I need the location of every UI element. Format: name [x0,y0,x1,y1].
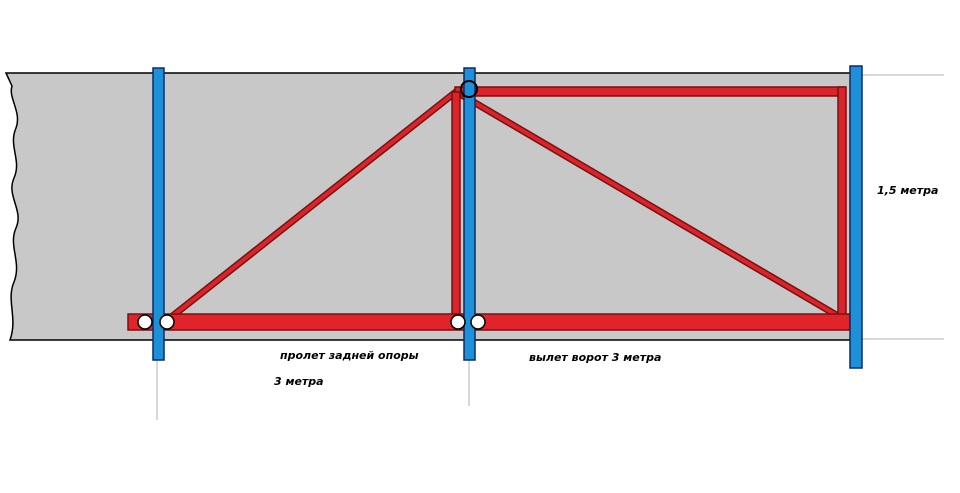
right-vertical [837,86,847,318]
back-span-label-line1: пролет задней опоры [280,349,419,362]
top-rail [454,86,846,97]
roller-middle-1 [450,314,466,330]
bottom-beam [127,313,851,331]
right-post [849,65,863,369]
right-diagonal-brace-fill [458,92,840,318]
overhang-label: вылет ворот 3 метра [529,351,661,364]
middle-post [463,67,476,361]
height-label: 1,5 метра [877,184,938,197]
roller-top [460,80,478,98]
back-span-label-line2: 3 метра [274,375,324,388]
roller-left-2 [159,314,175,330]
middle-vertical [451,91,461,318]
left-diagonal-brace-fill [168,89,459,320]
roller-left-1 [137,314,153,330]
wall-panel [4,72,853,341]
left-post [152,67,165,361]
roller-middle-2 [470,314,486,330]
